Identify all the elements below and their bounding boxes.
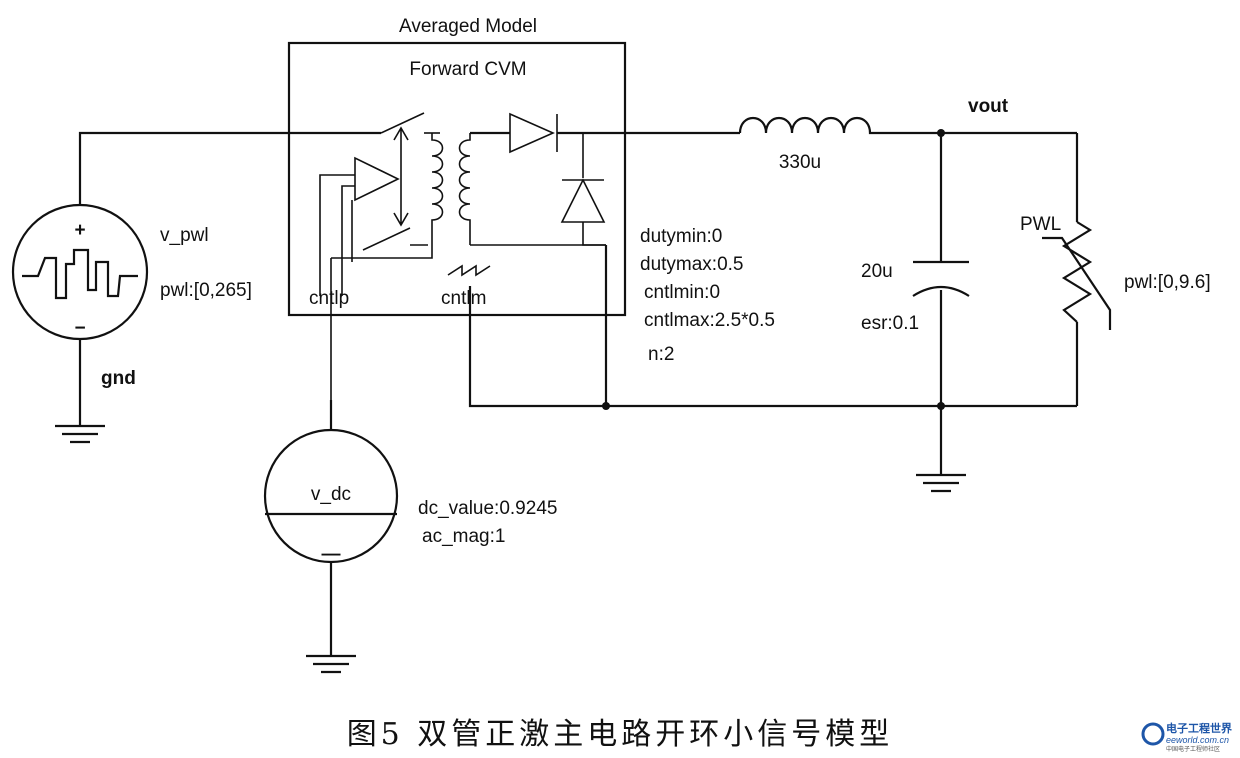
v-dc-param: dc_value:0.9245 [418, 498, 557, 519]
ground-icon [916, 473, 966, 493]
capacitor-value: 20u [861, 261, 893, 282]
ground-icon [55, 424, 105, 444]
capacitor-icon-curve [912, 285, 970, 297]
amp-input-wire [341, 185, 355, 296]
ground-icon [306, 654, 356, 674]
pin-cntlm: cntlm [441, 288, 486, 309]
watermark-line: 电子工程世界 [1166, 721, 1232, 735]
param-line: dutymax:0.5 [640, 254, 744, 275]
averaged-model-box [287, 41, 627, 317]
model-subtitle: Forward CVM [409, 59, 526, 80]
comparator-icon [354, 156, 400, 202]
junction-dot [937, 402, 945, 410]
param-line: n:2 [648, 344, 674, 365]
load-name: PWL [1020, 214, 1061, 235]
model-title: Averaged Model [399, 16, 537, 37]
v-pwl-plus: + [74, 220, 85, 241]
eeworld-watermark: 电子工程世界 eeworld.com.cn 中国电子工程师社区 [1141, 721, 1232, 753]
upper-switch [380, 112, 425, 134]
figure-caption: 图5 双管正激主电路开环小信号模型 [347, 717, 894, 752]
ramp-icon [447, 264, 491, 277]
watermark-line: 中国电子工程师社区 [1166, 745, 1220, 753]
v-dc-param: ac_mag:1 [422, 526, 505, 547]
switch-link-arrow [393, 126, 409, 227]
param-line: dutymin:0 [640, 226, 722, 247]
inductor-value: 330u [779, 152, 821, 173]
ctrl-loop-wire [331, 245, 433, 259]
inductor-icon [738, 117, 1077, 135]
v-dc-name: v_dc [311, 484, 351, 505]
variable-resistor-icon [1061, 221, 1093, 323]
freewheel-low-wire [582, 222, 606, 246]
freewheel-diode-icon [560, 178, 606, 223]
eeworld-logo-icon [1141, 722, 1165, 746]
lower-switch [362, 227, 428, 251]
v-dc-minus: — [322, 544, 341, 565]
forward-diode-icon [509, 112, 555, 154]
return-wire [468, 245, 1077, 408]
pin-cntlp: cntlp [309, 288, 349, 309]
secondary-coil-icon [458, 133, 471, 245]
node-vout: vout [968, 96, 1009, 117]
resistor-arrow-icon [1042, 236, 1112, 330]
primary-coil-icon [431, 133, 444, 245]
junction-dot [602, 402, 610, 410]
cntlp-wire [319, 174, 355, 400]
v-pwl-param: pwl:[0,265] [160, 280, 252, 301]
v-pwl-name: v_pwl [160, 225, 209, 246]
load-param: pwl:[0,9.6] [1124, 272, 1211, 293]
input-wire [78, 131, 381, 205]
watermark-line: eeworld.com.cn [1166, 735, 1229, 745]
pwl-waveform-icon [22, 248, 138, 300]
capacitor-esr: esr:0.1 [861, 313, 919, 334]
param-line: cntlmax:2.5*0.5 [644, 310, 775, 331]
v-pwl-minus: − [74, 318, 85, 339]
param-line: cntlmin:0 [644, 282, 720, 303]
node-gnd: gnd [101, 368, 136, 389]
